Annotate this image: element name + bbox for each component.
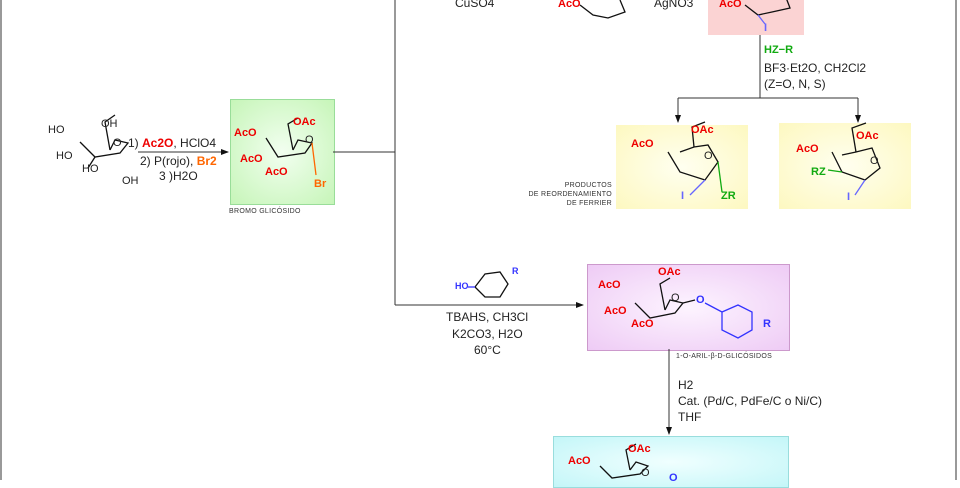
caption-line: DE FERRIER (566, 200, 612, 207)
f1-zr: ZR (721, 190, 736, 202)
ferrier-caption: PRODUCTOS DE REORDENAMIENTO DE FERRIER (520, 181, 612, 208)
f2-oac: OAc (856, 130, 879, 142)
agno3: AgNO3 (654, 0, 694, 10)
start-oh-1: OH (122, 175, 139, 187)
f2-aco: AcO (796, 143, 819, 155)
bromo-box (230, 99, 335, 205)
hz-r: HZ−R (764, 44, 794, 56)
start-ho-4: HO (56, 150, 73, 162)
tbahs: TBAHS, CH3Cl (446, 310, 529, 324)
aryl-caption: 1-O-ARIL-β-D-GLICÓSIDOS (676, 353, 773, 360)
start-ho-3: HO (82, 163, 99, 175)
caption-line: DE REORDENAMIENTO (528, 191, 612, 198)
bromo-oac: OAc (293, 116, 316, 128)
bromo-aco-6: AcO (234, 127, 257, 139)
final-o-link: O (669, 472, 678, 484)
aryl-o-link: O (696, 294, 705, 306)
bromo-ring-o: O (305, 134, 314, 146)
phenol-r: R (512, 266, 519, 276)
f1-iodo: I (681, 190, 685, 202)
bromo-br: Br (314, 178, 327, 190)
z-line: (Z=O, N, S) (764, 77, 826, 91)
step1-line1: 1) Ac2O, HClO4 (128, 136, 216, 150)
step1-line3: 3 )H2O (159, 169, 198, 183)
bf3-line: BF3·Et2O, CH2Cl2 (764, 61, 867, 75)
perchloric-acid: , HClO4 (173, 136, 217, 150)
step1-num: 1) (128, 136, 139, 150)
start-ring-o: O (113, 137, 122, 149)
f1-aco: AcO (631, 138, 654, 150)
acetic-anhydride: Ac2O (142, 136, 174, 150)
top-aco-1: AcO (558, 0, 581, 10)
top-iodo: I (764, 22, 768, 34)
caption-line: PRODUCTOS (564, 182, 612, 189)
f1-o: O (704, 150, 713, 162)
cuso4: CuSO4 (455, 0, 495, 10)
bromo-aco-3: AcO (265, 166, 288, 178)
f2-o: O (870, 155, 879, 167)
catalyst: Cat. (Pd/C, PdFe/C o Ni/C) (678, 394, 823, 408)
aryl-aco-4: AcO (604, 305, 627, 317)
final-product-box (553, 436, 789, 488)
f2-iodo: I (847, 191, 851, 203)
phenol-ho: HO (455, 281, 469, 291)
top-aco-2: AcO (719, 0, 742, 10)
aryl-aco-6: AcO (598, 279, 621, 291)
bromo-caption: BROMO GLICÓSIDO (229, 208, 301, 215)
h2: H2 (678, 378, 694, 392)
iodo-glycal-box (708, 0, 804, 35)
red-phosphorus: 2) P(rojo), (140, 154, 194, 168)
aryl-oac: OAc (658, 266, 681, 278)
k2co3: K2CO3, H2O (452, 327, 523, 341)
f2-rz: RZ (811, 166, 826, 178)
final-aco: AcO (568, 455, 591, 467)
ferrier-product-2-box (779, 123, 911, 209)
final-oac: OAc (628, 443, 651, 455)
step1-line2: 2) P(rojo), Br2 (140, 154, 217, 168)
f1-oac: OAc (691, 124, 714, 136)
ferrier-product-1-box (616, 125, 748, 209)
start-ho-6: HO (48, 124, 65, 136)
aryl-r: R (763, 318, 771, 330)
thf: THF (678, 410, 702, 424)
bromo-aco-4: AcO (240, 153, 263, 165)
final-ring-o: O (641, 467, 650, 479)
aryl-ring-o: O (671, 292, 680, 304)
bromine: Br2 (196, 154, 217, 168)
aryl-glycoside-box (587, 264, 790, 351)
aryl-aco-3: AcO (631, 318, 654, 330)
temperature: 60°C (474, 343, 501, 357)
start-oh-top: OH (101, 118, 118, 130)
